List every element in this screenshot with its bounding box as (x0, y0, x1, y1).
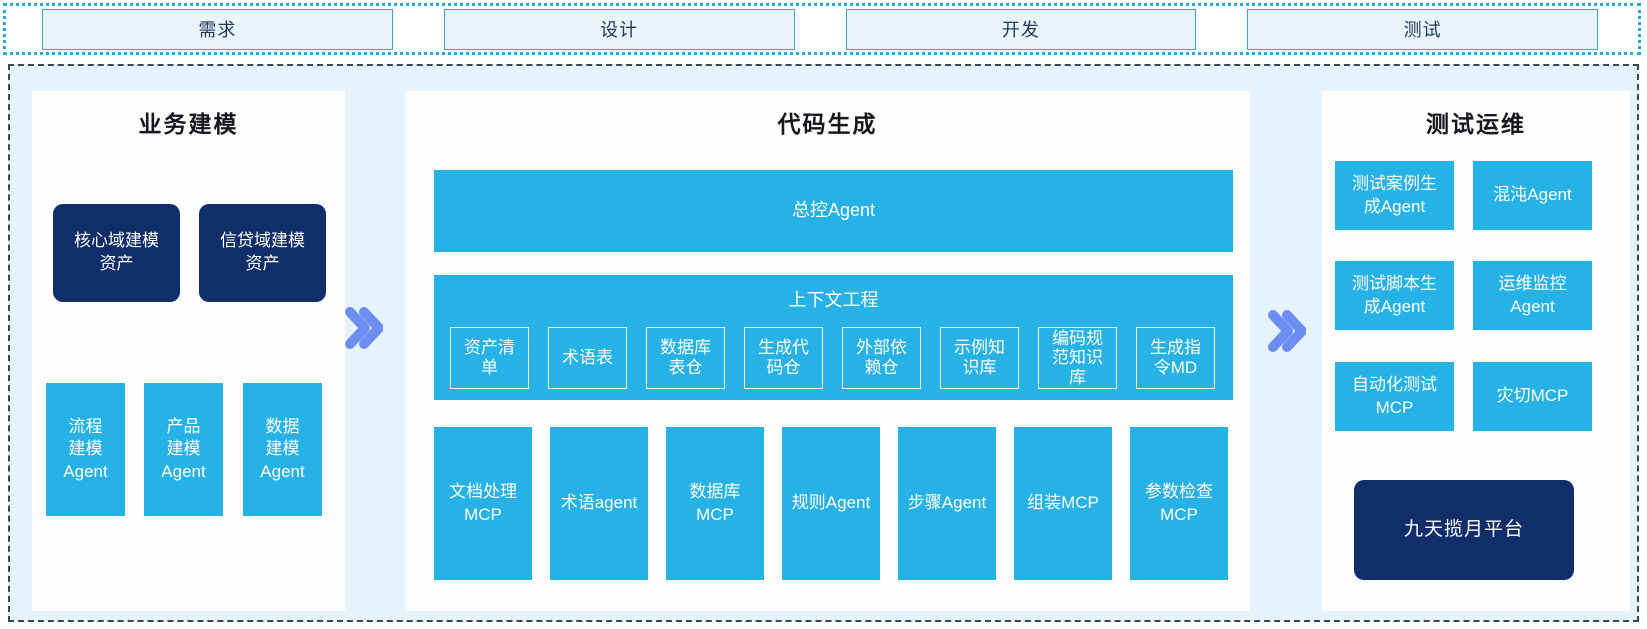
panel-title-business-modeling: 业务建模 (138, 111, 239, 137)
phase-box-design: 设计 (443, 8, 795, 50)
node-test-script-generation-agent: 测试脚本生 成Agent (1335, 261, 1454, 330)
node-jiutian-lanyue-platform: 九天揽月平台 (1354, 480, 1574, 580)
node-generation-instruction-md: 生成指 令MD (1136, 327, 1215, 389)
node-asset-list: 资产清 单 (450, 327, 529, 389)
node-generated-code-repo: 生成代 码仓 (744, 327, 823, 389)
node-glossary: 术语表 (548, 327, 627, 389)
node-test-case-generation-agent: 测试案例生 成Agent (1335, 161, 1454, 230)
main-container: 业务建模 核心域建模 资产 信贷域建模 资产 流程 建模 Agent 产品 建模… (8, 64, 1639, 622)
panel-code-generation: 代码生成 总控Agent 上下文工程 资产清 单 术语表 数据库 表仓 生成代 … (405, 91, 1250, 611)
phase-strip: 需求 设计 开发 测试 (3, 3, 1641, 55)
node-rules-agent: 规则Agent (782, 427, 880, 580)
node-coding-standard-knowledge-base: 编码规 范知识 库 (1038, 327, 1117, 389)
phase-box-requirements: 需求 (42, 8, 393, 50)
mcp-agent-row: 文档处理 MCP 术语agent 数据库 MCP 规则Agent 步骤Agent… (434, 427, 1228, 580)
node-data-modeling-agent: 数据 建模 Agent (243, 383, 322, 516)
node-core-domain-modeling-assets: 核心域建模 资产 (53, 204, 180, 302)
node-process-modeling-agent: 流程 建模 Agent (46, 383, 125, 516)
node-assembly-mcp: 组装MCP (1014, 427, 1112, 580)
double-chevron-right-icon (1268, 310, 1306, 352)
group-title-context-engineering: 上下文工程 (788, 290, 879, 310)
node-master-control-agent: 总控Agent (434, 170, 1233, 252)
node-external-dependency-repo: 外部依 赖仓 (842, 327, 921, 389)
node-database-mcp: 数据库 MCP (666, 427, 764, 580)
context-item-row: 资产清 单 术语表 数据库 表仓 生成代 码仓 外部依 赖仓 示例知 识库 编码… (450, 327, 1215, 389)
panel-title-code-generation: 代码生成 (777, 111, 878, 137)
node-terminology-agent: 术语agent (550, 427, 648, 580)
node-document-processing-mcp: 文档处理 MCP (434, 427, 532, 580)
node-steps-agent: 步骤Agent (898, 427, 996, 580)
phase-box-testing: 测试 (1247, 8, 1598, 50)
double-chevron-right-icon (345, 307, 383, 349)
panel-title-test-operations: 测试运维 (1426, 111, 1526, 137)
node-database-table-repo: 数据库 表仓 (646, 327, 725, 389)
node-parameter-check-mcp: 参数检查 MCP (1130, 427, 1228, 580)
node-credit-domain-modeling-assets: 信贷域建模 资产 (199, 204, 326, 302)
node-product-modeling-agent: 产品 建模 Agent (144, 383, 223, 516)
panel-test-operations: 测试运维 测试案例生 成Agent 混沌Agent 测试脚本生 成Agent 运… (1322, 91, 1630, 611)
node-example-knowledge-base: 示例知 识库 (940, 327, 1019, 389)
phase-box-development: 开发 (845, 8, 1197, 50)
node-ops-monitoring-agent: 运维监控 Agent (1473, 261, 1592, 330)
group-context-engineering: 上下文工程 资产清 单 术语表 数据库 表仓 生成代 码仓 外部依 赖仓 示例知… (434, 275, 1233, 400)
panel-business-modeling: 业务建模 核心域建模 资产 信贷域建模 资产 流程 建模 Agent 产品 建模… (32, 91, 345, 611)
node-automated-testing-mcp: 自动化测试 MCP (1335, 362, 1454, 431)
node-disaster-switch-mcp: 灾切MCP (1473, 362, 1592, 431)
node-chaos-agent: 混沌Agent (1473, 161, 1592, 230)
